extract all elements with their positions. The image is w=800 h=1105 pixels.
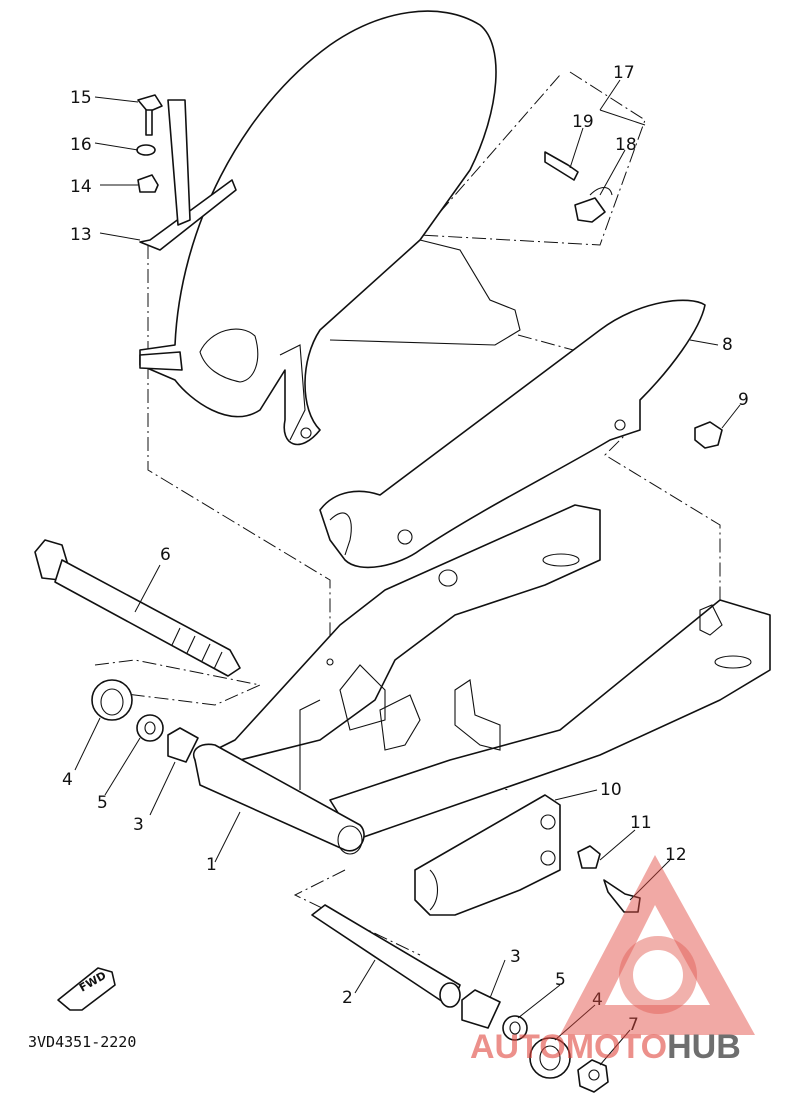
chain-tensioner-bracket (414, 794, 561, 916)
diagram-part-code: 3VD4351-2220 (28, 1033, 136, 1051)
watermark-triangle-icon (560, 855, 755, 1035)
callout-2: 2 (342, 988, 353, 1008)
callout-4-right: 4 (592, 990, 603, 1010)
right-bushing-set (461, 989, 609, 1093)
chain-guard (319, 299, 706, 569)
watermark-moto: MOTO (566, 1028, 667, 1066)
callout-5-left: 5 (97, 793, 108, 813)
callout-3-left: 3 (133, 815, 144, 835)
pivot-bolt (34, 539, 241, 677)
callout-6: 6 (160, 545, 171, 565)
small-hardware (136, 94, 723, 913)
callout-10: 10 (600, 780, 622, 800)
watermark-hub: HUB (667, 1028, 741, 1066)
callout-14: 14 (70, 177, 92, 197)
callout-numbers: 1 2 3 3 4 4 5 5 6 7 8 9 10 11 12 13 14 1… (62, 63, 749, 1035)
callout-12: 12 (665, 845, 687, 865)
callout-8: 8 (722, 335, 733, 355)
callout-18: 18 (615, 135, 637, 155)
callout-13: 13 (70, 225, 92, 245)
callout-5-right: 5 (555, 970, 566, 990)
callout-16: 16 (70, 135, 92, 155)
watermark-logo: AUTOMOTOHUB (470, 855, 755, 1066)
callout-1: 1 (206, 855, 217, 875)
callout-17: 17 (613, 63, 635, 83)
watermark-auto: AUTO (470, 1028, 566, 1066)
callout-11: 11 (630, 813, 652, 833)
fwd-arrow: FWD (57, 967, 116, 1011)
callout-9: 9 (738, 390, 749, 410)
callout-4-left: 4 (62, 770, 73, 790)
left-bushing-set (91, 679, 199, 763)
pivot-shaft (311, 904, 461, 1008)
callout-15: 15 (70, 88, 92, 108)
callout-3-right: 3 (510, 947, 521, 967)
swingarm (193, 504, 771, 855)
callout-7: 7 (628, 1015, 639, 1035)
callout-19: 19 (572, 112, 594, 132)
rear-fender (139, 10, 521, 446)
watermark-text: AUTOMOTOHUB (470, 1028, 741, 1066)
callout-leaders (74, 79, 741, 1066)
